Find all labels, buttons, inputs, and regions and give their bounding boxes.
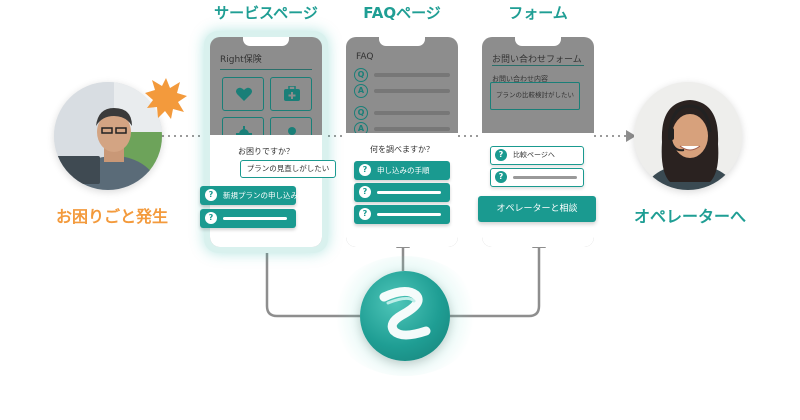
faq-option-2[interactable]: ? xyxy=(354,183,450,202)
option-label: 比較ページへ xyxy=(513,151,555,159)
service-chat-prompt: お困りですか？ xyxy=(238,147,294,156)
a-badge: A xyxy=(354,84,368,98)
faq-a-row: A xyxy=(354,84,450,98)
arrow-head-right xyxy=(626,130,636,142)
trouble-caption: お困りごと発生 xyxy=(55,207,168,226)
faq-page-title: FAQページ xyxy=(363,4,441,22)
placeholder-line xyxy=(377,191,441,194)
phone-notch xyxy=(379,37,425,46)
consult-operator-button[interactable]: オペレーターと相談 xyxy=(478,196,596,222)
connector-to-form xyxy=(450,246,541,318)
heart-icon xyxy=(236,87,252,101)
question-icon: ? xyxy=(359,208,371,220)
alert-burst-icon xyxy=(145,78,187,119)
phone-notch xyxy=(243,37,289,46)
faq-q-row[interactable]: Q xyxy=(354,68,450,82)
service-page-title: サービスページ xyxy=(214,4,318,22)
faq-option-application-steps[interactable]: ? 申し込みの手順 xyxy=(354,161,450,180)
tile-heart[interactable] xyxy=(222,77,264,111)
chatbot-logo[interactable] xyxy=(360,271,450,361)
faq-line xyxy=(374,111,450,115)
q-badge: Q xyxy=(354,68,368,82)
question-icon: ? xyxy=(205,212,217,224)
wave-logo-icon xyxy=(379,287,431,340)
faq-chat-prompt: 何を調べますか？ xyxy=(370,145,434,154)
inquiry-content-field[interactable]: プランの比較検討がしたい xyxy=(490,82,580,110)
title-divider xyxy=(220,69,312,70)
faq-q-row[interactable]: Q xyxy=(354,106,450,120)
faq-title: FAQ xyxy=(356,52,374,62)
operator-with-headset-illustration xyxy=(634,82,742,190)
faq-option-3[interactable]: ? xyxy=(354,205,450,224)
question-icon: ? xyxy=(359,186,371,198)
faq-line xyxy=(374,89,450,93)
operator-photo xyxy=(634,82,742,190)
user-reply-bubble: プランの見直しがしたい xyxy=(240,160,336,178)
connector-to-service xyxy=(265,246,360,318)
question-icon: ? xyxy=(495,171,507,183)
title-divider xyxy=(492,65,584,66)
form-title: お問い合わせフォーム xyxy=(492,55,582,65)
troubled-user-photo xyxy=(54,82,162,190)
form-page-title: フォーム xyxy=(508,4,568,22)
phone-notch xyxy=(515,37,561,46)
form-option-2[interactable]: ? xyxy=(490,168,584,187)
operator-caption: オペレーターへ xyxy=(633,207,746,226)
service-brand-title: Right保険 xyxy=(220,55,262,65)
first-aid-kit-icon xyxy=(284,86,300,101)
form-option-compare-page[interactable]: ? 比較ページへ xyxy=(490,146,584,165)
q-badge: Q xyxy=(354,106,368,120)
option-label: 新規プランの申し込み xyxy=(223,191,298,200)
form-field-label: お問い合わせ内容 xyxy=(492,75,548,83)
faq-line xyxy=(374,73,450,77)
service-option-2[interactable]: ? xyxy=(200,209,296,228)
question-icon: ? xyxy=(495,149,507,161)
man-at-laptop-illustration xyxy=(54,82,162,190)
faq-line xyxy=(374,127,450,131)
option-label: 申し込みの手順 xyxy=(377,166,430,175)
question-icon: ? xyxy=(359,164,371,176)
question-icon: ? xyxy=(205,189,217,201)
placeholder-line xyxy=(513,176,577,179)
tile-first-aid[interactable] xyxy=(270,77,312,111)
service-option-new-plan[interactable]: ? 新規プランの申し込み xyxy=(200,186,298,205)
placeholder-line xyxy=(223,217,287,220)
placeholder-line xyxy=(377,213,441,216)
